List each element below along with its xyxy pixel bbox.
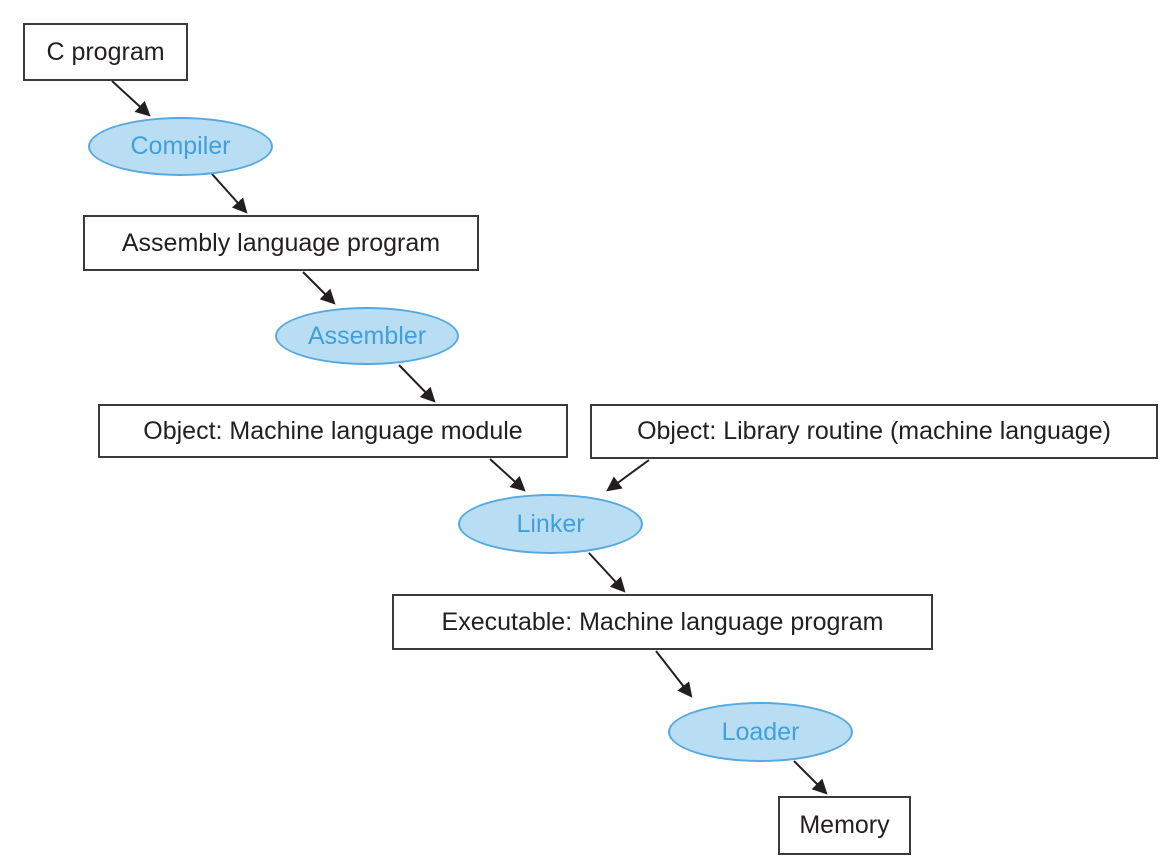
node-c-program: C program (23, 23, 188, 81)
node-assembler: Assembler (275, 307, 459, 365)
arrow-linker-to-executable (588, 552, 626, 593)
arrow-executable-to-loader (655, 650, 693, 698)
arrow-c-program-to-compiler (111, 80, 151, 117)
arrow-compiler-to-assembly (211, 173, 248, 214)
node-loader: Loader (668, 702, 853, 762)
node-object-library-routine: Object: Library routine (machine languag… (590, 404, 1158, 459)
node-assembly-language-program: Assembly language program (83, 215, 479, 271)
arrow-loader-to-memory (793, 760, 828, 795)
arrow-assembler-to-object-module (398, 364, 436, 403)
node-memory: Memory (778, 796, 911, 855)
arrow-assembly-to-assembler (302, 271, 336, 305)
node-compiler: Compiler (88, 117, 273, 176)
node-object-machine-language-module: Object: Machine language module (98, 404, 568, 458)
node-executable-machine-language-program: Executable: Machine language program (392, 594, 933, 650)
arrow-object-library-to-linker (606, 459, 650, 492)
node-linker: Linker (458, 494, 643, 554)
arrow-object-module-to-linker (489, 458, 526, 492)
